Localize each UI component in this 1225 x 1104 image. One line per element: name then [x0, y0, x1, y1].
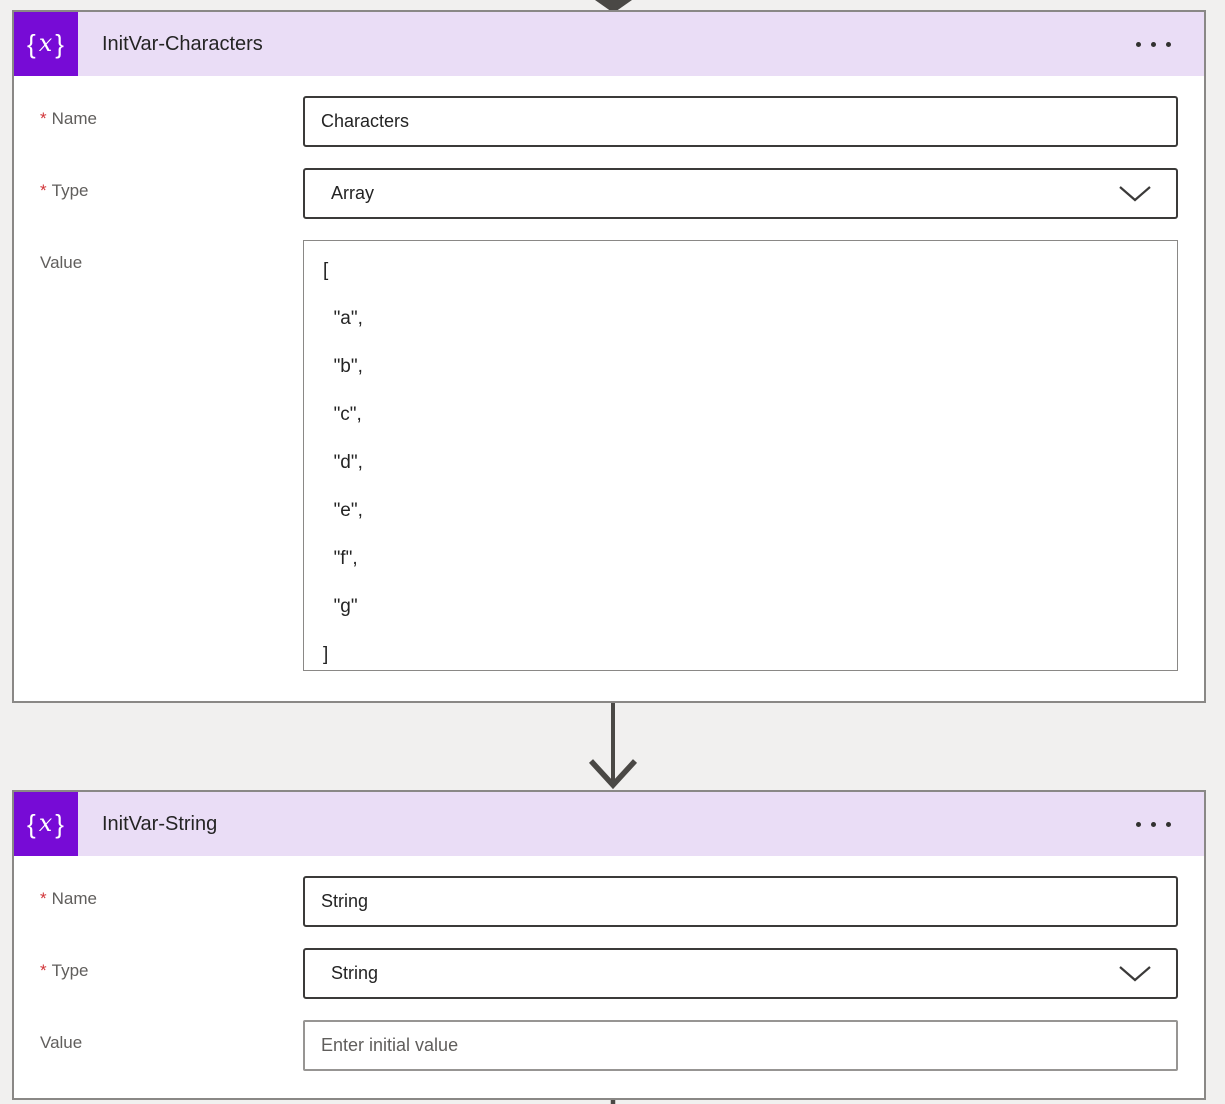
required-asterisk: * [40, 961, 47, 980]
action-card-title: InitVar-String [102, 812, 218, 835]
variable-icon-brace: { [27, 28, 37, 59]
name-field-row: *Name [40, 876, 1178, 927]
type-field-label: *Type [40, 168, 303, 201]
variable-icon: {x} [14, 12, 78, 76]
type-field-label: *Type [40, 948, 303, 981]
chevron-down-icon [1119, 965, 1151, 981]
variable-icon-x: x [38, 809, 54, 837]
action-card-initvar-string: {x} InitVar-String *Name *Type String [12, 790, 1206, 1100]
connector-arrow-top-icon [595, 0, 632, 13]
value-textarea[interactable]: [ "a", "b", "c", "d", "e", "f", "g" ] [303, 240, 1178, 671]
name-field-label: *Name [40, 96, 303, 129]
chevron-down-icon [1119, 185, 1151, 201]
connector-arrow-icon [588, 703, 638, 790]
name-input[interactable] [303, 96, 1178, 147]
action-card-body: *Name *Type String Value [14, 856, 1204, 1071]
value-field-row: Value [ "a", "b", "c", "d", "e", "f", "g… [40, 240, 1178, 671]
type-field-row: *Type String [40, 948, 1178, 999]
required-asterisk: * [40, 181, 47, 200]
type-field-row: *Type Array [40, 168, 1178, 219]
name-label-text: Name [51, 889, 97, 908]
type-select-value: String [331, 963, 379, 983]
ellipsis-menu-button[interactable] [1125, 812, 1182, 837]
value-field-label: Value [40, 240, 303, 273]
ellipsis-icon [1131, 41, 1176, 47]
type-select[interactable]: String [303, 948, 1178, 999]
required-asterisk: * [40, 889, 47, 908]
action-card-body: *Name *Type Array Value [ "a", "b", "c",… [14, 76, 1204, 671]
variable-icon-brace: } [55, 28, 65, 59]
type-label-text: Type [51, 961, 89, 980]
action-card-title: InitVar-Characters [102, 32, 263, 55]
type-label-text: Type [51, 181, 89, 200]
ellipsis-icon [1131, 821, 1176, 827]
value-label-text: Value [40, 1033, 83, 1052]
value-input[interactable] [303, 1020, 1178, 1071]
action-card-initvar-characters: {x} InitVar-Characters *Name *Type Array [12, 10, 1206, 703]
type-select[interactable]: Array [303, 168, 1178, 219]
name-label-text: Name [51, 109, 97, 128]
connector-stub-icon [610, 1100, 616, 1104]
variable-icon-brace: } [55, 808, 65, 839]
variable-icon: {x} [14, 792, 78, 856]
name-input[interactable] [303, 876, 1178, 927]
type-select-value: Array [331, 183, 375, 203]
action-card-header[interactable]: {x} InitVar-Characters [14, 12, 1204, 76]
ellipsis-menu-button[interactable] [1125, 32, 1182, 57]
value-field-label: Value [40, 1020, 303, 1053]
name-field-label: *Name [40, 876, 303, 909]
action-card-header[interactable]: {x} InitVar-String [14, 792, 1204, 856]
value-label-text: Value [40, 253, 83, 272]
variable-icon-x: x [38, 29, 54, 57]
name-field-row: *Name [40, 96, 1178, 147]
value-field-row: Value [40, 1020, 1178, 1071]
variable-icon-brace: { [27, 808, 37, 839]
required-asterisk: * [40, 109, 47, 128]
